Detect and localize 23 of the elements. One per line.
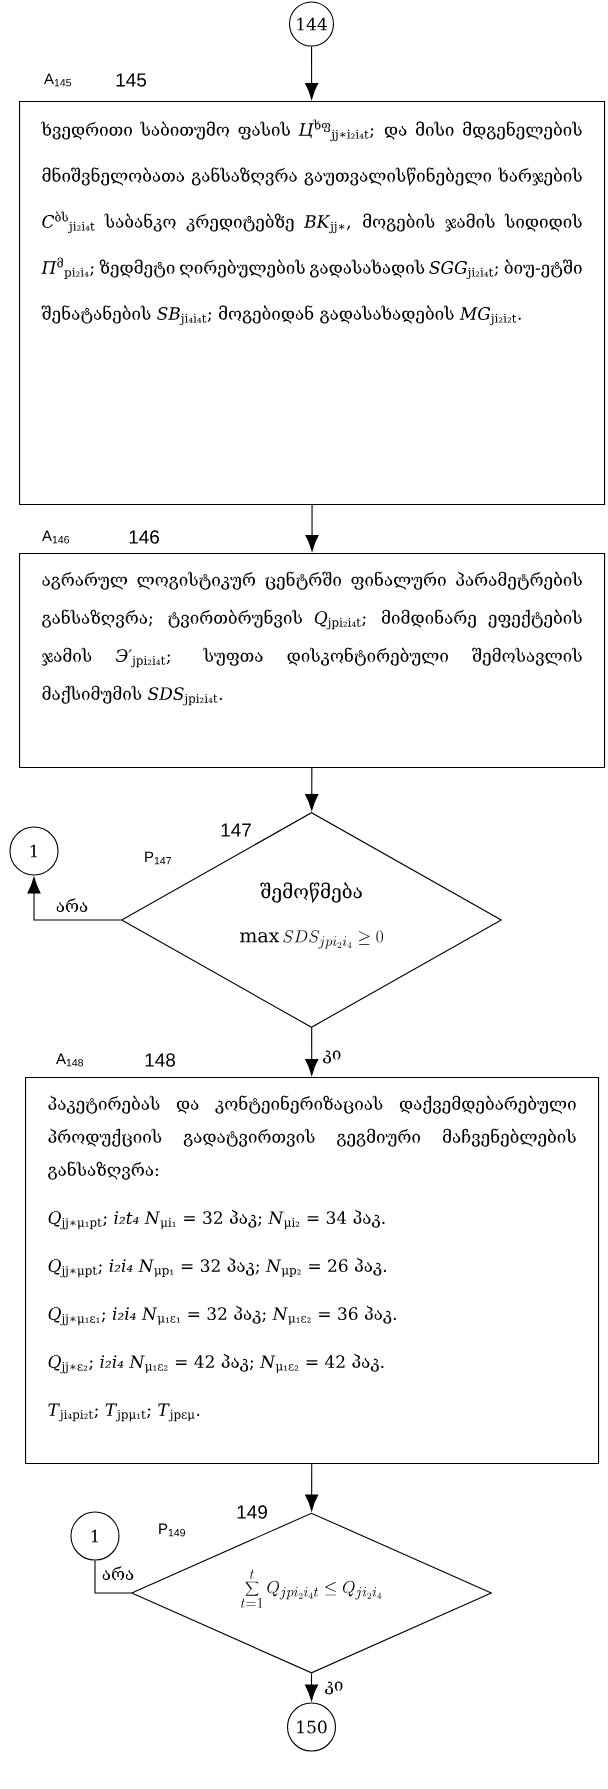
block-number: 146 — [129, 530, 159, 544]
process-box: აგრარულ ლოგისტიკურ ცენტრში ფინალური პარამეტრების განსაზღვრა; ტვირთბრუნვის Q$_{jpi₂i₄t}$; მიმდინარე ეფექტების ჯამის Э′$_{jpi₂i₄t}$; სუფთა დისკონტირებული შემოსავლის მაქსიმუმის SDS$_{jpi₂i₄t}$. — [19, 553, 606, 769]
block-label: A$_{145}$ — [44, 73, 72, 87]
edge-label: არა — [54, 897, 90, 913]
block-label: P$_{147}$ — [145, 851, 171, 865]
arrow — [305, 767, 319, 811]
arrow — [305, 1463, 319, 1511]
arrow — [305, 1027, 319, 1076]
block-label: A$_{148}$ — [56, 1053, 84, 1067]
arrow — [27, 877, 122, 921]
edge-label: კი — [323, 1680, 345, 1696]
connector-line — [94, 1560, 132, 1594]
arrow — [305, 504, 319, 552]
process-box: ხვედრითი საბითუმო ფასის Ц$^{ხფ}$$_{jj∗i₂i₄t}$; და მისი მდგენელების მნიშვნელობათა განსაზღვრა გაუთვალისწინებელი ხარჯების C$^{ბს}$$_{ji₂i₄t}$ საბანკო კრედიტებზე BK$_{jj∗}$, მოგების ჯამის სიდიდის Π$^{მ}$$_{pi₂i₄}$; ზედმეტი ღირებულების გადასახადის SGG$_{ji₂i₄t}$; ბიუ-ეტში შენატანების SB$_{ji₄i₄t}$; მოგებიდან გადასახადების MG$_{ji₂i₂t}$. — [19, 101, 606, 506]
block-label: A$_{146}$ — [42, 530, 70, 544]
process-box: პაკეტირებას და კონტეინერიზაციას დაქვემდებარებული პროდუქციის გადატვირთვის გეგმიური მაჩვენებლების განსაზღვრა: Q$_{jj∗μ₁pt}$; i₂t₄ N$_{μi₁}$ = 32 პაკ; N$_{μi₂}$ = 34 პაკ. Q$_{jj∗μpt}$; i₂i₄ N$_{μp₁}$ = 32 პაკ; N$_{μp₂}$ = 26 პაკ. Q$_{jj∗μ₁ε₁}$; i₂i₄ N$_{μ₁ε₁}$ = 32 პაკ; N$_{μ₁ε₂}$ = 36 პაკ. Q$_{jj∗ε₂}$; i₂i₄ N$_{μ₁ε₂}$ = 42 პაკ; N$_{μ₁ε₂}$ = 42 პაკ. T$_{ji₄pi₂t}$; T$_{jpμ₁t}$; T$_{jpεμ}$. — [25, 1077, 600, 1465]
arrow — [305, 46, 319, 100]
block-number: 148 — [145, 1053, 175, 1067]
block-label: P$_{149}$ — [159, 1523, 185, 1537]
edge-label: კი — [321, 1049, 343, 1065]
block-number: 145 — [116, 73, 147, 87]
arrow — [304, 1673, 319, 1701]
block-number: 147 — [221, 823, 251, 837]
